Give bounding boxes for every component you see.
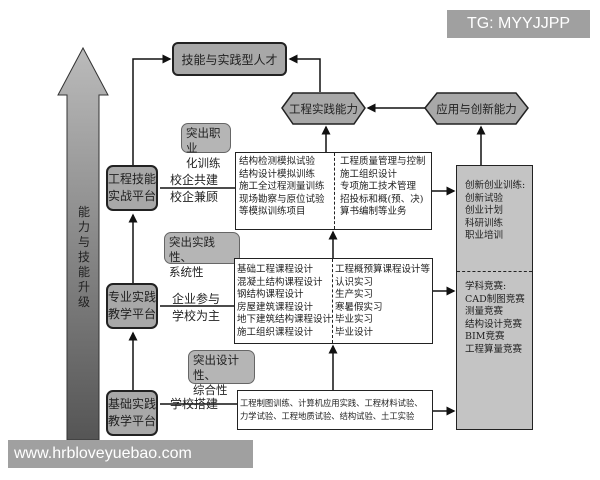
list-item: 工程概预算课程设计等 [335, 264, 431, 275]
callout-line: 系统性 [169, 265, 204, 279]
goal-box: 技能与实践型人才 [172, 42, 287, 76]
mode-base: 学校搭建 [170, 397, 219, 411]
list-item: 专项施工技术管理 [340, 181, 417, 192]
list-item: 等模拟训练项目 [239, 206, 306, 217]
list-item: 学科竞赛: [465, 281, 507, 292]
list-item: 结构设计模拟训练 [239, 168, 316, 180]
list-item: 寒暑假实习 [335, 301, 383, 313]
big-upgrade-arrow [57, 46, 109, 441]
list-item: 生产实习 [335, 289, 374, 300]
list-item: 创新创业训练: [465, 180, 526, 191]
mode-top: 校企共建校企兼顾 [170, 172, 218, 206]
list-item: 施工全过程测量训练 [239, 181, 325, 192]
platform-label: 教学平台 [108, 307, 157, 321]
big-arrow-label: 能力与技能升级 [77, 205, 90, 309]
list-item: 施工组织设计 [340, 168, 398, 180]
list-item: 钢结构课程设计 [237, 289, 304, 300]
hex-innovation-label: 应用与创新能力 [436, 101, 517, 116]
goal-label: 技能与实践型人才 [181, 52, 278, 67]
hex-innovation-shape [424, 92, 529, 125]
mode-label: 校企共建 [170, 173, 219, 187]
platform-label: 工程技能 [108, 172, 157, 186]
list-item: CAD制图竞赛 [465, 293, 525, 305]
box-innovation-competition: 创新创业训练:创新试验创业计划科研训练职业培训 学科竞赛:CAD制图竞赛测量竞赛… [456, 165, 533, 430]
mode-label: 校企兼顾 [170, 190, 219, 204]
watermark-bottom: www.hrbloveyuebao.com [8, 440, 253, 468]
box-course-design: 基础工程课程设计混凝土结构课程设计钢结构课程设计房屋建筑课程设计地下建筑结构课程… [234, 258, 433, 344]
callout-line: 突出设计性、 [193, 353, 239, 382]
list-item: 科研训练 [465, 217, 504, 229]
list-item: 毕业设计 [335, 326, 374, 338]
mode-label: 企业参与 [172, 292, 221, 306]
callout-line: 化训练 [186, 156, 221, 170]
list-item: 算书编制等业务 [340, 206, 407, 217]
hex-practice-shape [281, 92, 366, 125]
platform-label: 实战平台 [108, 189, 157, 203]
callout-design-comprehensive: 突出设计性、综合性 [188, 350, 255, 397]
list-item: 职业培训 [465, 230, 504, 241]
list-item: 房屋建筑课程设计 [237, 301, 314, 313]
list-item: 施工组织课程设计 [237, 326, 314, 338]
list-item: 混凝土结构课程设计 [237, 276, 323, 288]
callout-professional-training: 突出职业化训练 [181, 123, 231, 170]
list-item: 创新试验 [465, 192, 504, 204]
list-item: 结构检测模拟试验 [239, 156, 316, 167]
mode-label: 学校为主 [172, 309, 221, 323]
list-item: 现场勘察与原位试验 [239, 193, 325, 205]
platform-engineering-skills: 工程技能实战平台 [106, 165, 158, 211]
list-item: 毕业实习 [335, 314, 374, 325]
callout-line: 突出职业 [186, 126, 221, 155]
list-item: 结构设计竞赛 [465, 318, 523, 330]
platform-label: 专业实践 [108, 290, 157, 304]
list-item: 创业计划 [465, 205, 504, 216]
callout-practical-systematic: 突出实践性、系统性 [164, 232, 240, 279]
platform-label: 教学平台 [108, 414, 157, 428]
platform-basic-practice: 基础实践教学平台 [106, 390, 158, 436]
list-item: 工程质量管理与控制 [340, 156, 426, 167]
callout-line: 突出实践性、 [169, 235, 215, 264]
box-simulation-training: 结构检测模拟试验结构设计模拟训练施工全过程测量训练现场勘察与原位试验等模拟训练项… [235, 152, 432, 230]
list-item: 工程算量竞赛 [465, 343, 523, 355]
box-basic-experiments: 工程制图训练、计算机应用实践、工程材料试验、 力学试验、工程地质试验、结构试验、… [237, 390, 433, 430]
box-line: 力学试验、工程地质试验、结构试验、土工实验 [240, 411, 415, 421]
list-item: 测量竞赛 [465, 306, 504, 317]
mode-mid: 企业参与学校为主 [172, 291, 220, 325]
list-item: 认识实习 [335, 276, 374, 288]
list-item: 招投标和概(预、决) [340, 193, 424, 205]
platform-label: 基础实践 [108, 397, 157, 411]
list-item: 地下建筑结构课程设计 [237, 314, 333, 325]
platform-professional-practice: 专业实践教学平台 [106, 283, 158, 329]
list-item: BIM竞赛 [465, 331, 505, 342]
hex-practice-label: 工程实践能力 [289, 101, 358, 116]
watermark-top: TG: MYYJJPP [447, 10, 590, 38]
callout-line: 综合性 [193, 383, 228, 397]
box-line: 工程制图训练、计算机应用实践、工程材料试验、 [240, 398, 423, 408]
list-item: 基础工程课程设计 [237, 264, 314, 275]
